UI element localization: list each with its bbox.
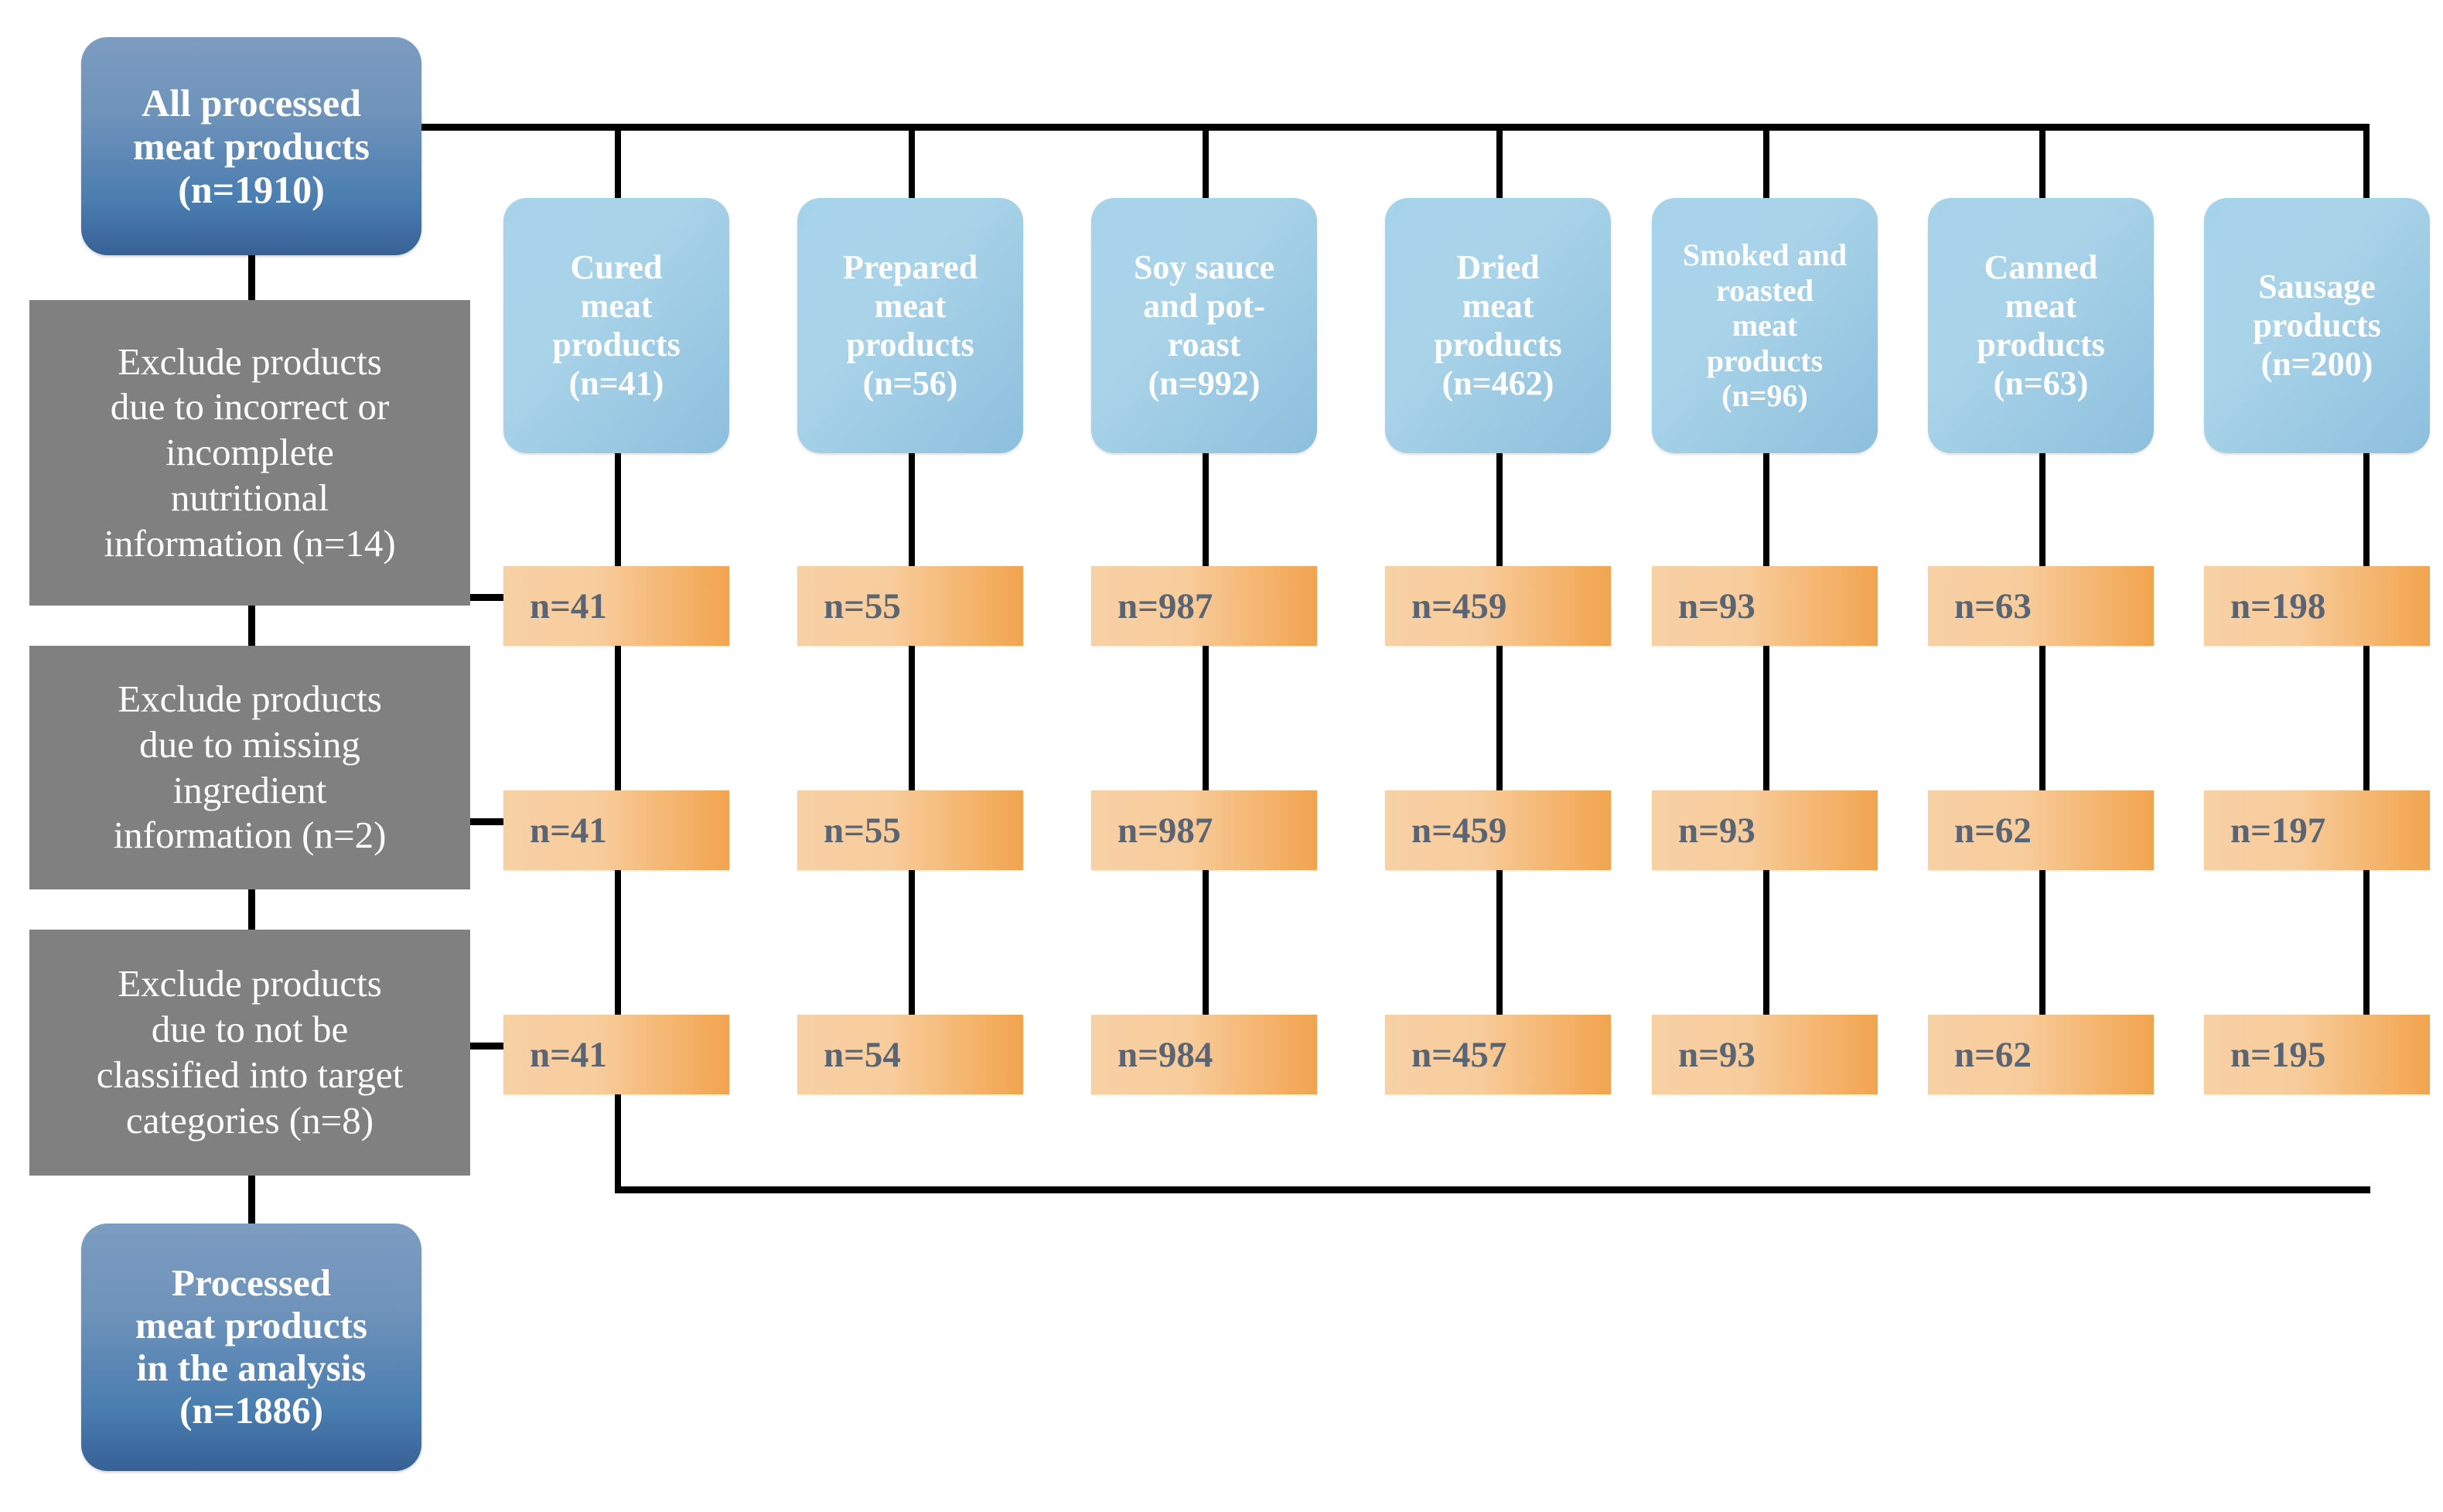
left-spine-2 xyxy=(248,606,255,646)
count-label: n=62 xyxy=(1954,1034,2032,1075)
count-box-row3-col5: n=93 xyxy=(1652,1015,1878,1094)
category-label: Smoked and roasted meat products (n=96) xyxy=(1682,237,1848,414)
exclusion-box-2-label: Exclude products due to missing ingredie… xyxy=(113,677,387,857)
bottom-bus-line xyxy=(615,1186,2370,1193)
top-drop-4 xyxy=(1496,124,1503,198)
count-label: n=62 xyxy=(1954,810,2032,851)
count-box-row2-col3: n=987 xyxy=(1091,790,1317,870)
count-box-row3-col2: n=54 xyxy=(797,1015,1023,1094)
category-box-sausage-products: Sausage products (n=200) xyxy=(2204,198,2430,453)
count-box-row3-col1: n=41 xyxy=(503,1015,729,1094)
count-box-row3-col3: n=984 xyxy=(1091,1015,1317,1094)
count-label: n=459 xyxy=(1411,585,1507,626)
category-label: Dried meat products (n=462) xyxy=(1434,247,1562,403)
count-box-row1-col1: n=41 xyxy=(503,566,729,646)
category-box-prepared-meat-products: Prepared meat products (n=56) xyxy=(797,198,1023,453)
exclusion-box-1-label: Exclude products due to incorrect or inc… xyxy=(104,340,396,565)
count-label: n=54 xyxy=(824,1034,901,1075)
count-label: n=195 xyxy=(2230,1034,2326,1075)
top-drop-2 xyxy=(909,124,915,198)
count-label: n=93 xyxy=(1678,810,1755,851)
count-box-row1-col4: n=459 xyxy=(1385,566,1611,646)
count-box-row1-col5: n=93 xyxy=(1652,566,1878,646)
column-spine-2 xyxy=(909,453,915,1087)
column-spine-7 xyxy=(2363,453,2370,1087)
count-label: n=55 xyxy=(824,585,901,626)
count-label: n=459 xyxy=(1411,810,1507,851)
top-bus-line xyxy=(397,124,2370,131)
category-label: Canned meat products (n=63) xyxy=(1977,247,2105,403)
count-label: n=987 xyxy=(1117,585,1213,626)
top-drop-6 xyxy=(2039,124,2046,198)
count-box-row1-col7: n=198 xyxy=(2204,566,2430,646)
count-box-row3-col4: n=457 xyxy=(1385,1015,1611,1094)
left-spine-1 xyxy=(248,255,255,300)
column-spine-3 xyxy=(1203,453,1209,1087)
count-box-row2-col4: n=459 xyxy=(1385,790,1611,870)
count-label: n=198 xyxy=(2230,585,2326,626)
exclusion-box-3-label: Exclude products due to not be classifie… xyxy=(96,962,404,1142)
column-spine-4 xyxy=(1496,453,1503,1087)
category-box-cured-meat-products: Cured meat products (n=41) xyxy=(503,198,729,453)
count-box-row3-col6: n=62 xyxy=(1928,1015,2154,1094)
category-box-soy-sauce-and-pot-roast: Soy sauce and pot- roast (n=992) xyxy=(1091,198,1317,453)
count-box-row3-col7: n=195 xyxy=(2204,1015,2430,1094)
count-label: n=197 xyxy=(2230,810,2326,851)
left-spine-3 xyxy=(248,889,255,930)
category-label: Prepared meat products (n=56) xyxy=(842,247,978,403)
exclusion-stub-3 xyxy=(460,1043,503,1050)
count-label: n=55 xyxy=(824,810,901,851)
end-box-label: Processed meat products in the analysis … xyxy=(135,1261,367,1432)
category-box-canned-meat-products: Canned meat products (n=63) xyxy=(1928,198,2154,453)
count-label: n=93 xyxy=(1678,585,1755,626)
count-label: n=93 xyxy=(1678,1034,1755,1075)
column-spine-6 xyxy=(2039,453,2046,1087)
exclusion-box-1: Exclude products due to incorrect or inc… xyxy=(29,300,470,606)
exclusion-stub-2 xyxy=(460,818,503,825)
exclusion-box-3: Exclude products due to not be classifie… xyxy=(29,930,470,1176)
category-label: Cured meat products (n=41) xyxy=(552,247,681,403)
count-box-row1-col6: n=63 xyxy=(1928,566,2154,646)
top-drop-3 xyxy=(1203,124,1209,198)
category-box-smoked-and-roasted-meat-products: Smoked and roasted meat products (n=96) xyxy=(1652,198,1878,453)
count-box-row2-col1: n=41 xyxy=(503,790,729,870)
count-label: n=984 xyxy=(1117,1034,1213,1075)
start-box-label: All processed meat products (n=1910) xyxy=(132,81,370,211)
count-box-row1-col2: n=55 xyxy=(797,566,1023,646)
end-box: Processed meat products in the analysis … xyxy=(81,1224,421,1471)
count-label: n=41 xyxy=(530,585,607,626)
count-box-row2-col6: n=62 xyxy=(1928,790,2154,870)
category-label: Sausage products (n=200) xyxy=(2253,267,2381,384)
count-box-row2-col7: n=197 xyxy=(2204,790,2430,870)
count-label: n=987 xyxy=(1117,810,1213,851)
count-box-row1-col3: n=987 xyxy=(1091,566,1317,646)
top-drop-7 xyxy=(2363,124,2370,198)
start-box: All processed meat products (n=1910) xyxy=(81,37,421,255)
exclusion-stub-1 xyxy=(460,594,503,601)
category-label: Soy sauce and pot- roast (n=992) xyxy=(1133,247,1275,403)
exclusion-box-2: Exclude products due to missing ingredie… xyxy=(29,646,470,889)
count-box-row2-col5: n=93 xyxy=(1652,790,1878,870)
count-label: n=41 xyxy=(530,810,607,851)
count-box-row2-col2: n=55 xyxy=(797,790,1023,870)
left-spine-4 xyxy=(248,1176,255,1224)
top-drop-5 xyxy=(1763,124,1769,198)
category-box-dried-meat-products: Dried meat products (n=462) xyxy=(1385,198,1611,453)
top-drop-1 xyxy=(615,124,621,198)
count-label: n=457 xyxy=(1411,1034,1507,1075)
count-label: n=41 xyxy=(530,1034,607,1075)
column-spine-5 xyxy=(1763,453,1769,1087)
count-label: n=63 xyxy=(1954,585,2032,626)
